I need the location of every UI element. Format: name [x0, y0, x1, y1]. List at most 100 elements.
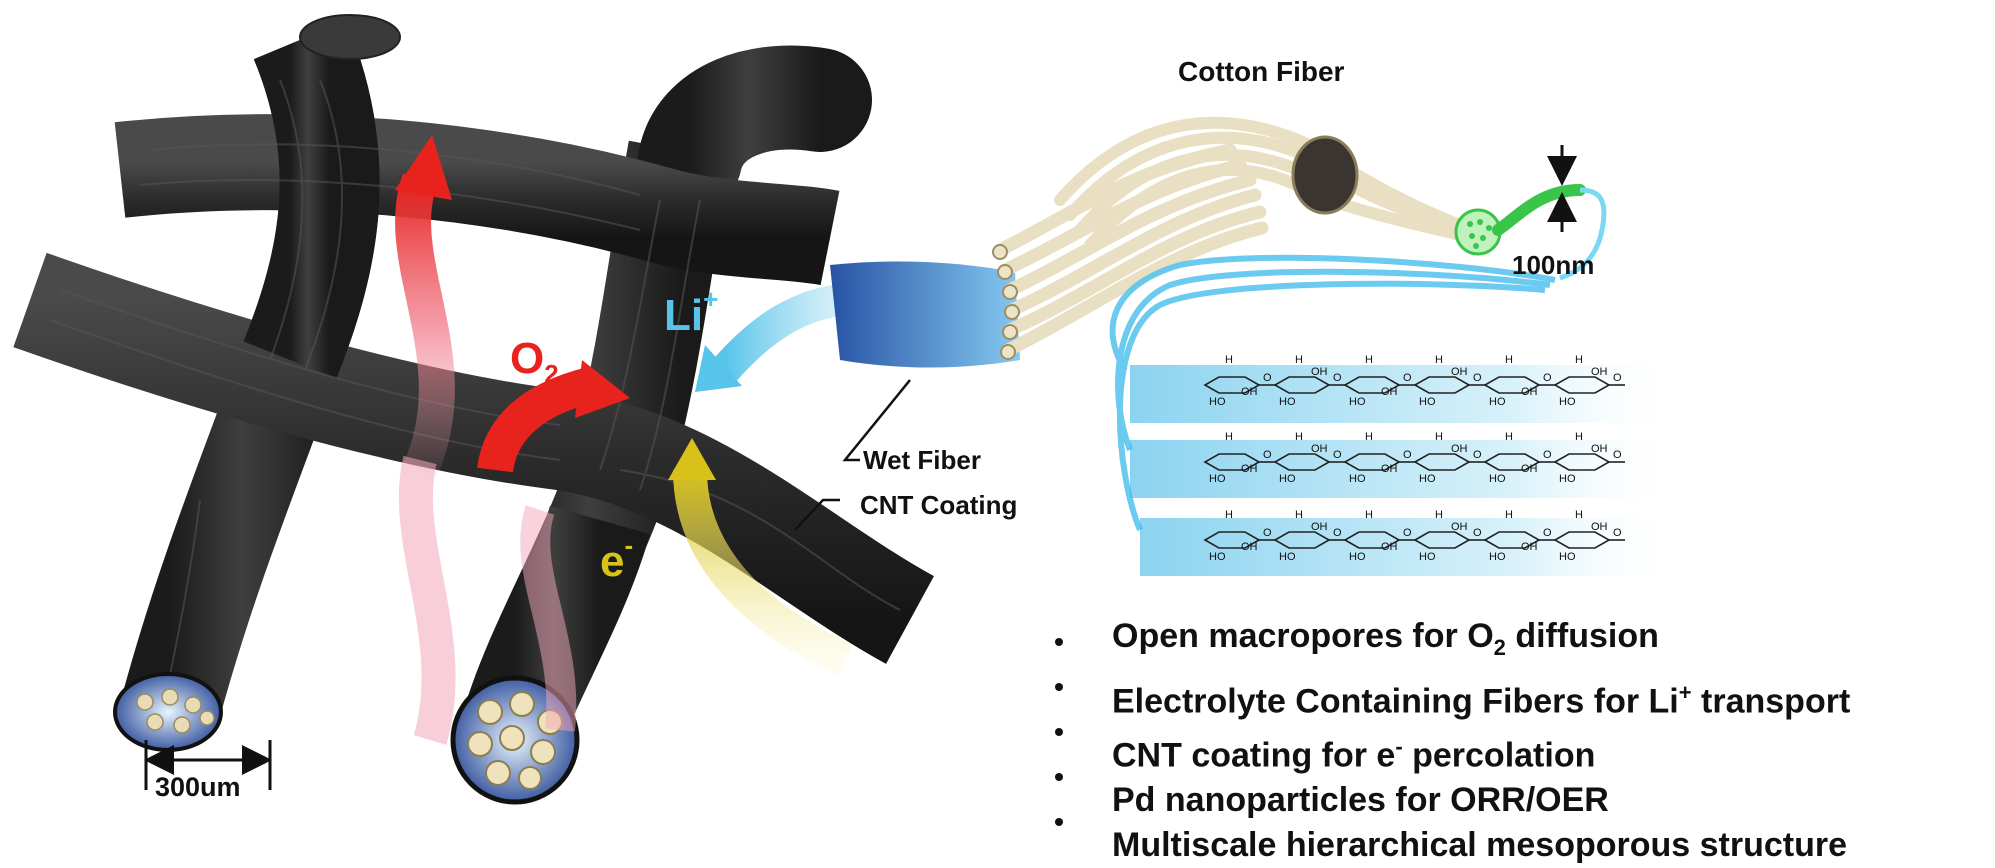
- molecule-atom-label: OH: [1381, 463, 1398, 475]
- feature-list: Open macropores for O2 diffusion Electro…: [1048, 614, 1850, 868]
- molecule-atom-label: HO: [1349, 396, 1366, 408]
- molecule-atom-label: H: [1575, 431, 1583, 443]
- molecule-atom-label: OH: [1451, 366, 1468, 378]
- feature-sup: +: [1678, 679, 1692, 705]
- feature-sup: -: [1395, 734, 1403, 760]
- feature-text: Electrolyte Containing Fibers for Li: [1112, 682, 1679, 721]
- li-text: Li: [664, 291, 704, 340]
- molecule-atom-label: O: [1543, 449, 1552, 461]
- o2-trail-2: [520, 505, 577, 732]
- molecule-atom-label: H: [1435, 354, 1443, 366]
- feature-item: Open macropores for O2 diffusion: [1048, 614, 1850, 670]
- molecule-atom-label: O: [1263, 372, 1272, 384]
- feature-item: Multiscale hierarchical mesoporous struc…: [1048, 823, 1850, 868]
- scale-bar-300um: [144, 740, 272, 790]
- scale-100nm-label: 100nm: [1512, 250, 1595, 280]
- cross-section-right: [450, 675, 580, 805]
- cellulose-band-2: [1130, 440, 1680, 498]
- molecule-atom-label: OH: [1591, 521, 1608, 533]
- oxygen-label: O2: [510, 334, 559, 390]
- feature-text-post: percolation: [1402, 736, 1596, 775]
- molecule-atom-label: OH: [1241, 541, 1258, 553]
- molecule-atom-label: H: [1225, 354, 1233, 366]
- cotton-core: [1291, 135, 1359, 215]
- feature-text-post: diffusion: [1505, 617, 1659, 655]
- molecule-atom-label: HO: [1489, 396, 1506, 408]
- molecule-atom-label: H: [1365, 509, 1373, 521]
- scale-300um-label: 300um: [155, 772, 241, 802]
- e-text: e: [600, 537, 625, 586]
- molecule-atom-label: HO: [1209, 473, 1226, 485]
- molecule-atom-label: HO: [1279, 473, 1296, 485]
- o2-arrow-tall: [395, 173, 455, 478]
- molecule-atom-label: O: [1403, 527, 1412, 539]
- molecule-atom-label: H: [1575, 354, 1583, 366]
- molecule-atom-label: H: [1295, 509, 1303, 521]
- molecule-atom-label: HO: [1419, 396, 1436, 408]
- feature-text: CNT coating for e: [1112, 736, 1396, 775]
- feature-text-post: transport: [1691, 682, 1851, 721]
- feature-text: Multiscale hierarchical mesoporous struc…: [1112, 826, 1848, 865]
- molecule-atom-label: H: [1365, 354, 1373, 366]
- wet-fiber-label: Wet Fiber: [863, 445, 981, 475]
- molecule-atom-label: OH: [1591, 366, 1608, 378]
- wet-fiber-bundle: [830, 261, 1020, 368]
- molecule-atom-label: OH: [1521, 541, 1538, 553]
- molecule-atom-label: O: [1403, 372, 1412, 384]
- li-ion-label: Li+: [664, 284, 718, 341]
- molecule-atom-label: HO: [1489, 473, 1506, 485]
- molecule-atom-label: HO: [1419, 473, 1436, 485]
- molecule-atom-label: O: [1543, 527, 1552, 539]
- molecule-atom-label: H: [1295, 431, 1303, 443]
- e-sup: -: [624, 530, 634, 560]
- molecule-atom-label: H: [1295, 354, 1303, 366]
- fiber-top-horizontal: [114, 114, 840, 286]
- molecule-atom-label: OH: [1311, 443, 1328, 455]
- molecule-atom-label: HO: [1559, 473, 1576, 485]
- molecule-atom-label: O: [1403, 449, 1412, 461]
- molecule-atom-label: O: [1613, 449, 1622, 461]
- molecule-atom-label: H: [1505, 354, 1513, 366]
- feature-item: CNT coating for e- percolation: [1048, 724, 1850, 778]
- nano-fibril: [1454, 184, 1607, 281]
- molecule-atom-label: O: [1473, 449, 1482, 461]
- leader-lines: [794, 379, 911, 531]
- feature-text: Pd nanoparticles for ORR/OER: [1112, 781, 1609, 820]
- molecule-atom-label: H: [1225, 509, 1233, 521]
- molecule-atom-label: HO: [1279, 551, 1296, 563]
- o2-sub: 2: [544, 359, 559, 389]
- molecule-atom-label: OH: [1451, 443, 1468, 455]
- bullet-dots: [1055, 638, 1063, 826]
- feature-item: Electrolyte Containing Fibers for Li+ tr…: [1048, 670, 1850, 724]
- molecule-atom-label: HO: [1489, 551, 1506, 563]
- e-arrow: [673, 469, 853, 676]
- molecule-atom-label: H: [1575, 509, 1583, 521]
- molecule-atom-label: O: [1333, 527, 1342, 539]
- feature-sub: 2: [1493, 634, 1506, 660]
- molecule-atom-label: H: [1225, 431, 1233, 443]
- molecule-atom-label: H: [1435, 509, 1443, 521]
- cnt-coating-label: CNT Coating: [860, 490, 1018, 520]
- molecule-atom-label: OH: [1311, 521, 1328, 533]
- molecule-atom-label: OH: [1241, 386, 1258, 398]
- molecule-atom-label: H: [1505, 431, 1513, 443]
- molecule-atom-label: O: [1543, 372, 1552, 384]
- molecule-atom-label: O: [1333, 449, 1342, 461]
- molecule-atom-label: O: [1473, 372, 1482, 384]
- molecule-atom-label: OH: [1451, 521, 1468, 533]
- molecule-atom-label: HO: [1349, 473, 1366, 485]
- o2-text: O: [510, 334, 545, 383]
- molecule-atom-label: H: [1365, 431, 1373, 443]
- cellulose-band-3: [1140, 518, 1680, 576]
- feature-item: Pd nanoparticles for ORR/OER: [1048, 778, 1850, 823]
- feature-text: Open macropores for O: [1112, 617, 1494, 655]
- molecule-atom-label: HO: [1559, 551, 1576, 563]
- molecule-atom-label: OH: [1241, 463, 1258, 475]
- fiber-top-end: [299, 14, 401, 60]
- cellulose-chains: HOHHOOHOHHOOHOHHOOHOHHOOHOHHOOHOHHOOHOHH…: [1203, 354, 1625, 563]
- fiber-bottom-horizontal: [13, 252, 935, 664]
- fiber-right-curl: [638, 45, 872, 212]
- molecule-atom-label: OH: [1381, 541, 1398, 553]
- molecule-atom-label: O: [1263, 449, 1272, 461]
